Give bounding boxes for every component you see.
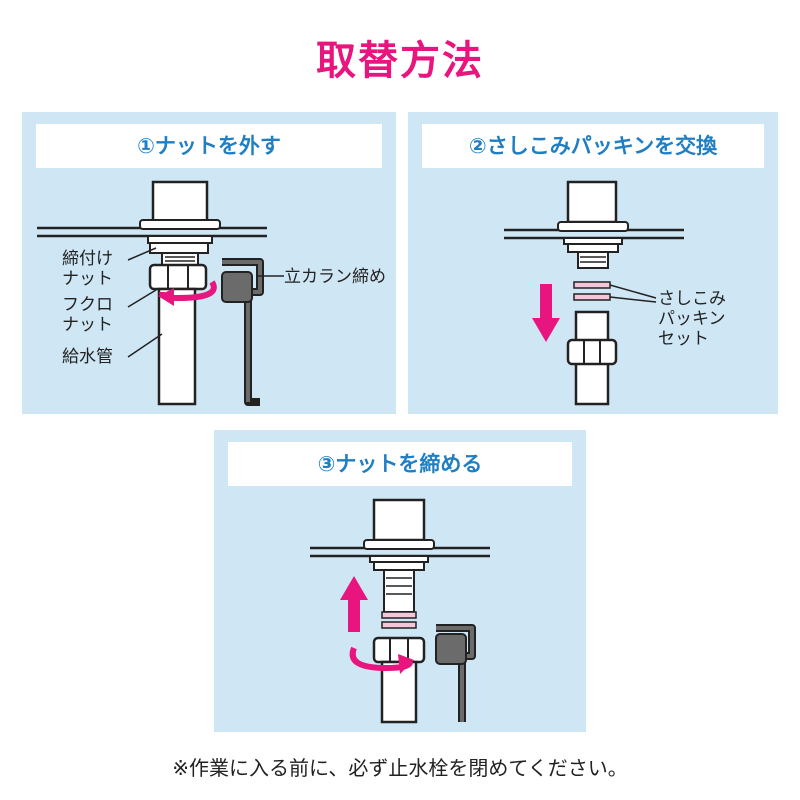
- supply-pipe-label: 給水管: [62, 347, 113, 367]
- packing-label-2: パッキン: [658, 309, 726, 329]
- step-1-illustration: 締付け ナット フクロ ナット 給水管 立カラン締め: [37, 180, 386, 406]
- clamp-nut-label-2: ナット: [62, 269, 113, 289]
- packing-label-1: さしこみ: [658, 289, 726, 309]
- cap-nut-label-1: フクロ: [62, 295, 113, 315]
- step-2-illustration: さしこみ パッキン セット: [504, 180, 726, 406]
- step-3-panel: ③ナットを締める: [214, 430, 586, 732]
- step-2-heading: ②さしこみパッキンを交換: [422, 124, 764, 168]
- step-3-illustration: [310, 498, 490, 724]
- step-3-heading: ③ナットを締める: [228, 442, 572, 486]
- wrench-label: 立カラン締め: [284, 267, 386, 287]
- packing-label-3: セット: [658, 329, 709, 349]
- footnote: ※作業に入る前に、必ず止水栓を閉めてください。: [172, 756, 628, 780]
- clamp-nut-label-1: 締付け: [62, 249, 113, 269]
- page-title: 取替方法: [316, 38, 484, 84]
- cap-nut-label-2: ナット: [62, 315, 113, 335]
- step-1-panel: ①ナットを外す 締付け ナット フクロ: [22, 112, 396, 414]
- step-1-heading: ①ナットを外す: [36, 124, 382, 168]
- step-2-panel: ②さしこみパッキンを交換 さしこみ パッキン セット: [408, 112, 778, 414]
